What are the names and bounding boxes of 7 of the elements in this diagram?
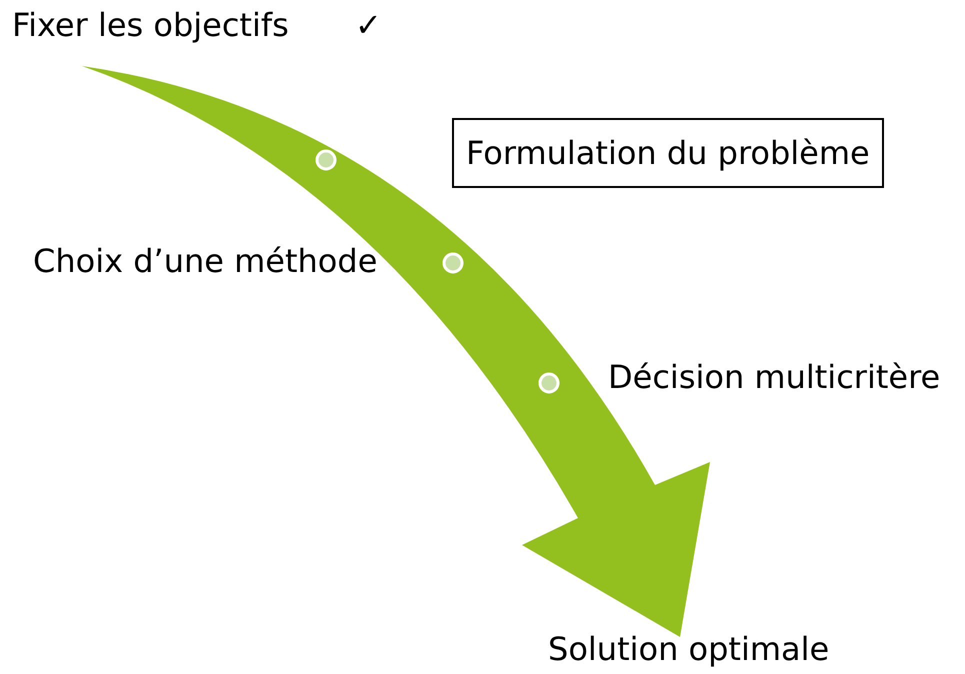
step-label: Décision multicritère	[608, 358, 940, 396]
step-label: Solution optimale	[548, 630, 830, 668]
step-label: Choix d’une méthode	[33, 242, 378, 280]
step-label: Fixer les objectifs	[12, 6, 289, 44]
curved-arrow	[82, 66, 710, 637]
check-mark: ✓	[355, 6, 382, 44]
step-box: Formulation du problème	[452, 118, 884, 188]
